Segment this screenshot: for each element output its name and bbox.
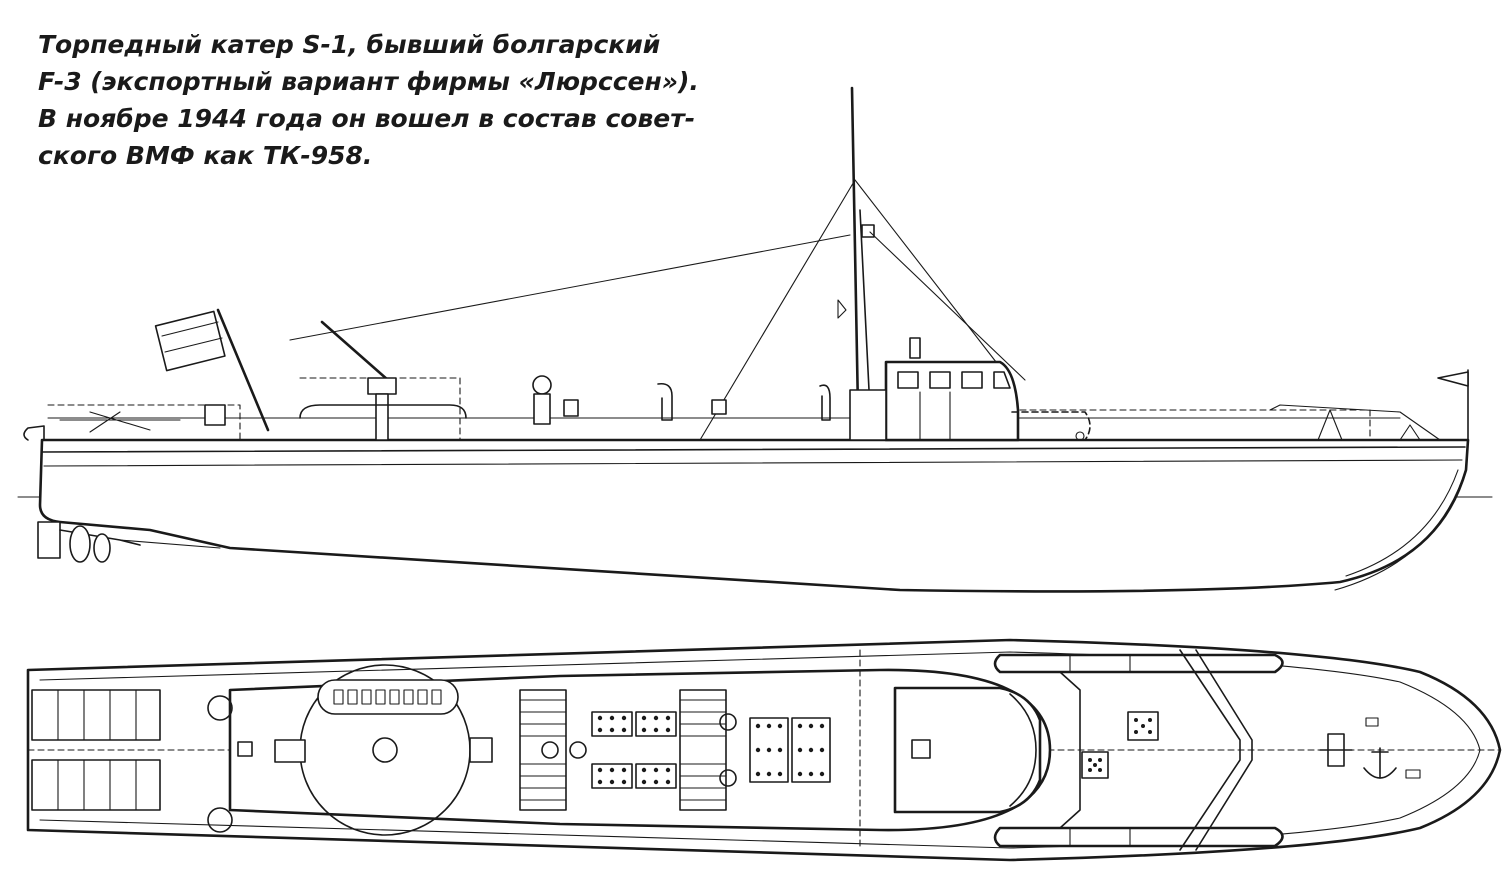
stem-curve (1345, 469, 1459, 577)
ensign-staff (216, 308, 270, 432)
bow-cleat (1405, 769, 1421, 779)
keel-curve (1334, 464, 1468, 591)
hatch-tiny (237, 741, 253, 757)
capstan (1319, 733, 1353, 767)
fore-hatch-dots (1088, 718, 1152, 772)
deck-fittings (532, 375, 1421, 441)
rub-rail (43, 459, 1463, 467)
plan-view (26, 638, 1502, 862)
wheelhouse (849, 337, 1020, 442)
side-view (17, 86, 1493, 593)
flag-stripe (161, 321, 219, 337)
vent-port (541, 741, 559, 759)
gun-rail (299, 377, 461, 441)
stern-box (204, 404, 226, 426)
torpedo-tubes (993, 653, 1284, 848)
stern-gratings (31, 689, 161, 811)
caption-line-4: ского ВМФ как ТК-958. (38, 141, 373, 170)
mast (289, 86, 1026, 441)
bow-rail (1269, 404, 1441, 441)
caption-line-1: Торпедный катер S-1, бывший болгарский (38, 30, 661, 59)
aa-gun (299, 320, 467, 441)
sheer-line (41, 446, 1466, 453)
ensign-flag (154, 310, 226, 372)
stern-gear (59, 411, 181, 433)
bow-cleat (1365, 717, 1379, 727)
rudder-propeller (37, 521, 221, 563)
engine-gratings (519, 689, 727, 811)
vent-stbd (569, 741, 587, 759)
ammo-slots (333, 689, 442, 705)
ammo-locker (317, 679, 459, 715)
bow-breakwater-inner (1195, 649, 1253, 851)
hatch-aft (469, 737, 493, 763)
torpedo-tube (1011, 411, 1091, 441)
skylight-dots (597, 715, 825, 785)
flag-stripe (164, 337, 223, 353)
bollard-stbd (207, 807, 233, 833)
bollard-port (207, 695, 233, 721)
bow-pennant (1437, 371, 1469, 387)
gun-mount (372, 737, 398, 763)
stern-fender (23, 425, 45, 441)
caption-line-3: В ноябре 1944 года он вошел в состав сов… (38, 104, 696, 133)
aft-rail (47, 404, 241, 441)
fore-rail (1009, 409, 1371, 441)
caption-line-2: F-3 (экспортный вариант фирмы «Люрссен»)… (38, 67, 699, 96)
wheelhouse-windscreen (1009, 693, 1037, 807)
anchor-icon (1363, 747, 1397, 779)
roof-hatch (911, 739, 931, 759)
figure-caption: Торпедный катер S-1, бывший болгарский F… (38, 26, 738, 174)
vent-fwd-port (719, 713, 737, 731)
hatch-small (274, 739, 306, 763)
wheelhouse-roof (893, 686, 1042, 814)
vent-fwd-stbd (719, 769, 737, 787)
keel-line (229, 547, 901, 591)
bow-breakwater (1179, 649, 1241, 851)
